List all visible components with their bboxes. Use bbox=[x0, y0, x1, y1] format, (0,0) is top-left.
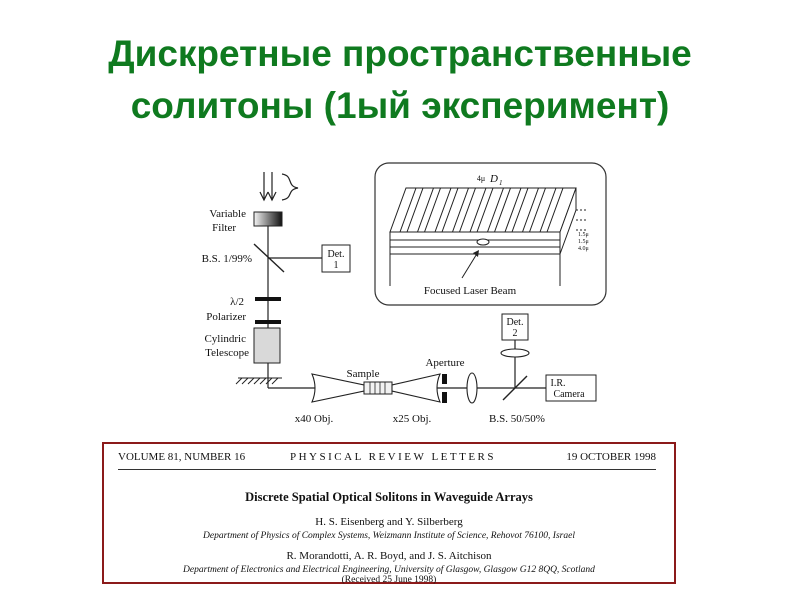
label-cylindric-2: Telescope bbox=[205, 347, 249, 359]
waveguide-ridge bbox=[434, 187, 459, 233]
label-variable-filter-2: Filter bbox=[212, 222, 236, 234]
label-layer-2: 1.5μ bbox=[578, 239, 589, 245]
detector-1 bbox=[321, 244, 351, 273]
slide-title: Дискретные пространственные солитоны (1ы… bbox=[0, 28, 800, 132]
input-pulse-shape bbox=[281, 173, 299, 201]
waveguide-ridge bbox=[486, 187, 512, 233]
label-polarizer: Polarizer bbox=[206, 311, 246, 323]
authors-group-2: R. Morandotti, A. R. Boyd, and J. S. Ait… bbox=[286, 550, 492, 562]
sample bbox=[363, 381, 393, 395]
label-det1-1: Det. bbox=[328, 249, 345, 260]
detector-2-lens bbox=[500, 348, 530, 358]
slide-title-line-2: солитоны (1ый эксперимент) bbox=[130, 85, 670, 126]
waveguide-ridge bbox=[451, 187, 477, 233]
waveguide-ridge bbox=[469, 187, 494, 233]
paper-title: Discrete Spatial Optical Solitons in Wav… bbox=[245, 490, 533, 504]
slide-title-line-1: Дискретные пространственные bbox=[108, 33, 692, 74]
label-cylindric-1: Cylindric bbox=[204, 333, 246, 345]
label-det1-2: 1 bbox=[334, 260, 339, 271]
detector-2 bbox=[501, 313, 529, 341]
label-layer-1: 1.5μ bbox=[578, 232, 589, 238]
label-variable-filter-1: Variable bbox=[209, 208, 246, 220]
paper-header-excerpt: VOLUME 81, NUMBER 16 PHYSICAL REVIEW LET… bbox=[102, 442, 676, 585]
label-ir-camera-1: I.R. bbox=[551, 378, 566, 389]
label-det2-1: Det. bbox=[507, 317, 524, 328]
affiliation-2: Department of Electronics and Electrical… bbox=[183, 565, 595, 575]
label-det2-2: 2 bbox=[513, 328, 518, 339]
waveguide-ridge bbox=[521, 187, 547, 233]
variable-filter bbox=[253, 211, 283, 227]
label-aperture: Aperture bbox=[425, 357, 464, 369]
waveguide-array bbox=[389, 187, 588, 286]
publication-date: 19 OCTOBER 1998 bbox=[566, 451, 656, 463]
received-date: (Received 25 June 1998) bbox=[341, 575, 437, 585]
authors-group-1: H. S. Eisenberg and Y. Silberberg bbox=[315, 516, 463, 528]
label-dim-d1: D bbox=[489, 173, 498, 185]
waveguide-ridge bbox=[504, 187, 529, 233]
label-dim-d1-sub: 1 bbox=[499, 179, 503, 187]
label-bs-50-50: B.S. 50/50% bbox=[489, 413, 545, 425]
affiliation-1: Department of Physics of Complex Systems… bbox=[203, 531, 575, 541]
volume-number: VOLUME 81, NUMBER 16 bbox=[118, 451, 246, 463]
half-wave-plate bbox=[255, 297, 281, 301]
waveguide-ridge bbox=[416, 187, 442, 233]
focused-beam-arrow bbox=[461, 251, 479, 279]
label-dim-4u: 4μ bbox=[477, 174, 485, 183]
objective-x25 bbox=[391, 373, 441, 403]
label-bs-1-99: B.S. 1/99% bbox=[202, 253, 252, 265]
label-focused-beam: Focused Laser Beam bbox=[424, 285, 517, 297]
label-ir-camera-2: Camera bbox=[553, 389, 585, 400]
header-rule bbox=[118, 469, 656, 470]
journal-name: PHYSICAL REVIEW LETTERS bbox=[290, 451, 496, 463]
waveguide-ridge bbox=[399, 187, 424, 233]
label-sample: Sample bbox=[347, 368, 380, 380]
waveguide-ridge bbox=[539, 187, 564, 233]
beam-splitter-1-99 bbox=[253, 243, 285, 273]
polarizer bbox=[255, 320, 281, 324]
ir-camera bbox=[545, 374, 597, 402]
focusing-lens bbox=[466, 372, 478, 404]
label-layer-3: 4.0μ bbox=[578, 246, 589, 252]
folding-mirror bbox=[235, 377, 282, 388]
aperture-lower bbox=[442, 392, 447, 403]
objective-x40 bbox=[311, 373, 365, 403]
experimental-setup-diagram: Variable Filter B.S. 1/99% Det. 1 λ/2 Po… bbox=[202, 162, 607, 425]
beam-splitter-50-50 bbox=[502, 375, 528, 401]
cylindric-telescope bbox=[253, 327, 281, 364]
label-x25-obj: x25 Obj. bbox=[393, 413, 432, 425]
label-x40-obj: x40 Obj. bbox=[295, 413, 334, 425]
aperture-upper bbox=[442, 374, 447, 384]
label-half-wave: λ/2 bbox=[230, 296, 244, 308]
